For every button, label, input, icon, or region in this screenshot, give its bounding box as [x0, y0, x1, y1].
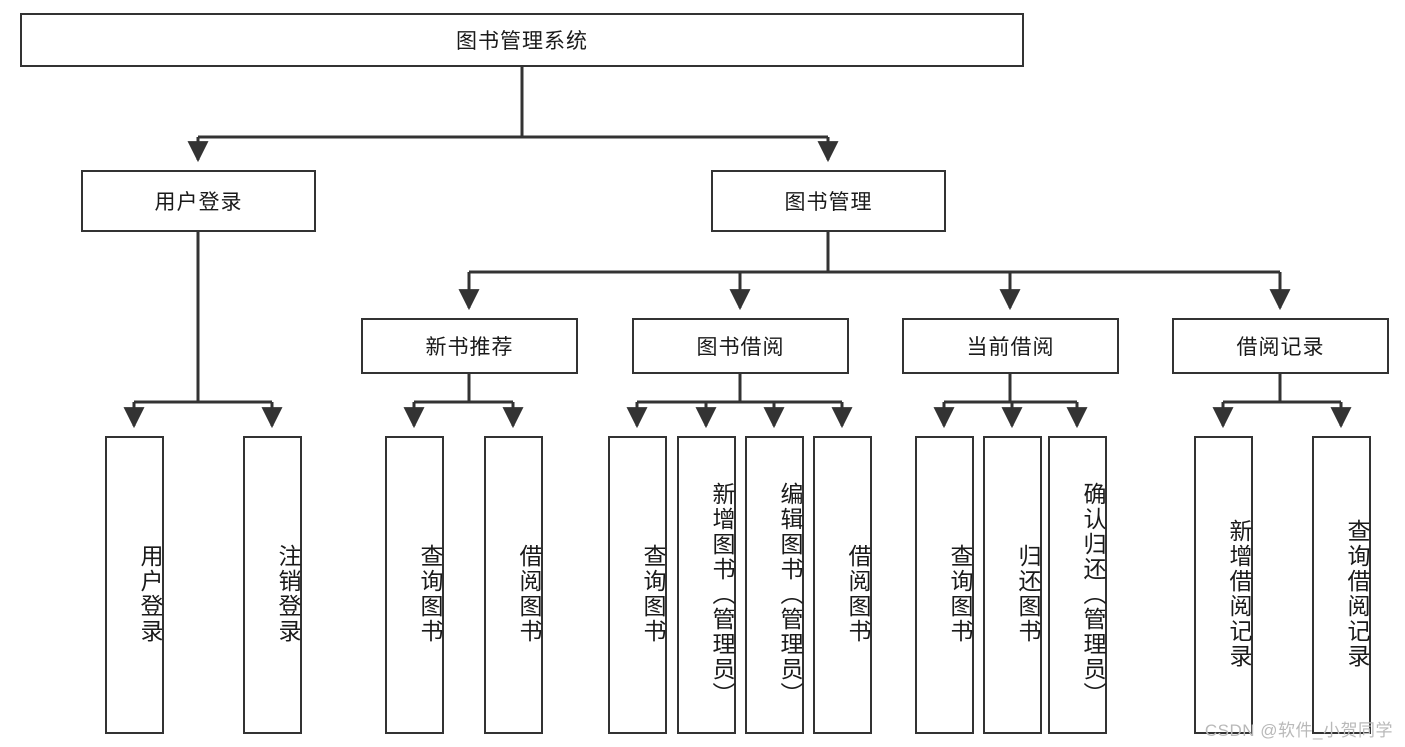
- node-borrow-record[interactable]: 借阅记录: [1172, 318, 1389, 374]
- csdn-watermark: CSDN @软件_小贺同学: [1204, 721, 1393, 740]
- node-leaf-add-book[interactable]: 新增图书（管理员）: [677, 436, 736, 734]
- node-leaf-query-book-2[interactable]: 查询图书: [608, 436, 667, 734]
- node-new-book-recommend[interactable]: 新书推荐: [361, 318, 578, 374]
- node-book-borrow[interactable]: 图书借阅: [632, 318, 849, 374]
- node-leaf-borrow-book-2[interactable]: 借阅图书: [813, 436, 872, 734]
- node-book-management[interactable]: 图书管理: [711, 170, 946, 232]
- node-leaf-edit-book[interactable]: 编辑图书（管理员）: [745, 436, 804, 734]
- node-leaf-return-book[interactable]: 归还图书: [983, 436, 1042, 734]
- node-leaf-query-book-1[interactable]: 查询图书: [385, 436, 444, 734]
- node-leaf-query-record[interactable]: 查询借阅记录: [1312, 436, 1371, 734]
- node-leaf-add-record[interactable]: 新增借阅记录: [1194, 436, 1253, 734]
- node-root-system[interactable]: 图书管理系统: [20, 13, 1024, 67]
- node-leaf-confirm-return[interactable]: 确认归还（管理员）: [1048, 436, 1107, 734]
- node-leaf-logout[interactable]: 注销登录: [243, 436, 302, 734]
- node-current-borrow[interactable]: 当前借阅: [902, 318, 1119, 374]
- node-leaf-user-login[interactable]: 用户登录: [105, 436, 164, 734]
- node-leaf-query-book-3[interactable]: 查询图书: [915, 436, 974, 734]
- node-user-login[interactable]: 用户登录: [81, 170, 316, 232]
- node-leaf-borrow-book-1[interactable]: 借阅图书: [484, 436, 543, 734]
